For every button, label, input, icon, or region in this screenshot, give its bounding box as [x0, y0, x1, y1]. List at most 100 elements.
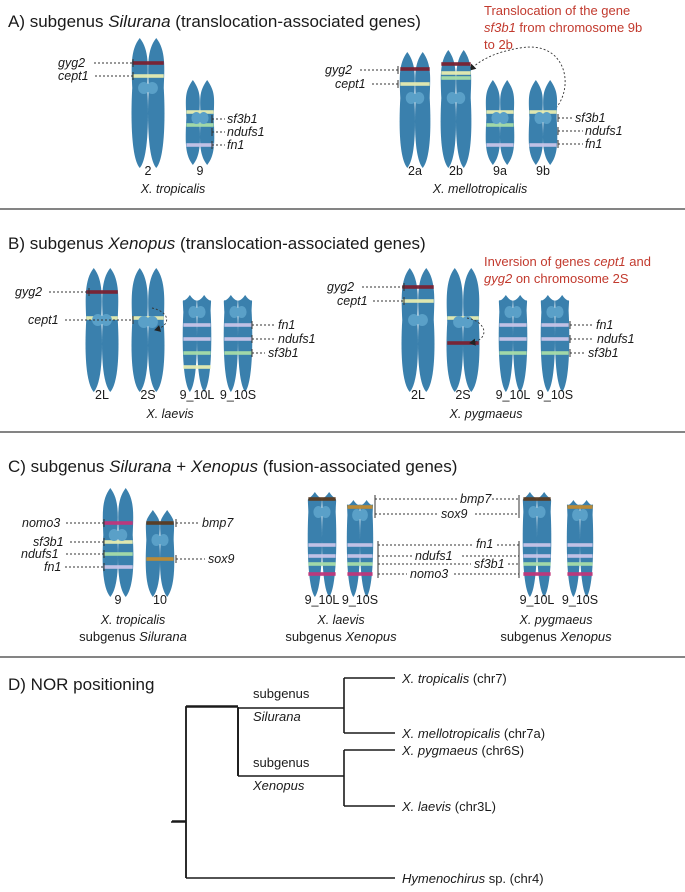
centromere [138, 316, 150, 328]
chrom-label-9: 9 [197, 164, 204, 178]
tree-branches [172, 677, 395, 879]
centromere [546, 306, 557, 318]
chromosome [185, 80, 215, 165]
centromere [461, 316, 473, 328]
inversion-arrow-right [466, 317, 485, 346]
gene-label-ndufs1: ndufs1 [21, 547, 59, 561]
gene-label-sox9: sox9 [441, 507, 467, 521]
panel-b-chromosomes [85, 268, 570, 392]
chromatid-arm [185, 118, 200, 165]
chromatid-arm [463, 268, 480, 322]
chrom-label-2L: 2L [411, 388, 425, 402]
chromatid-arm [85, 320, 102, 392]
chromatid-arm [485, 118, 500, 165]
centromere [229, 306, 240, 318]
gene-label-cept1: cept1 [28, 313, 59, 327]
centromere [541, 112, 552, 124]
gene-band [186, 123, 214, 127]
gene-band [486, 110, 514, 114]
species-label-pygmaeus: X. pygmaeus [519, 613, 593, 627]
chromatid-arm [102, 268, 119, 320]
gene-band [499, 323, 527, 327]
chromatid-arm [200, 118, 215, 165]
taxon-label: X. mellotropicalis (chr7a) [401, 726, 545, 741]
chromatid-arm [456, 98, 472, 168]
chromosome [131, 268, 165, 392]
gene-band [523, 554, 551, 558]
centromere [146, 316, 158, 328]
taxon-label: X. laevis (chr3L) [401, 799, 496, 814]
gene-band [224, 337, 252, 341]
centromere [195, 306, 206, 318]
gene-band [86, 290, 118, 294]
chromosome [85, 268, 119, 392]
chromatid-arm [528, 118, 543, 165]
centromere [151, 534, 162, 546]
gene-band [400, 67, 430, 71]
gene-label-fn1: fn1 [227, 138, 244, 152]
taxon-label: X. pygmaeus (chr6S) [401, 743, 524, 758]
chromosome [522, 492, 552, 597]
taxon-label: Hymenochirus sp. (chr4) [402, 871, 544, 886]
gene-band [486, 123, 514, 127]
gene-band [308, 572, 336, 576]
gene-band [132, 61, 164, 65]
gene-band [103, 521, 133, 525]
centromere [535, 506, 546, 518]
chromatid-arm [446, 322, 463, 392]
species-label-laevis: X. laevis [145, 407, 193, 421]
chromatid-arm [485, 80, 500, 118]
chromatid-arm [85, 268, 102, 320]
chromosome [498, 295, 528, 392]
chromatid-arm [118, 488, 134, 535]
gene-band [441, 71, 471, 75]
chromosome [223, 295, 253, 392]
chromatid-arm [543, 80, 558, 118]
species-label-pygmaeus: X. pygmaeus [449, 407, 523, 421]
centromere [534, 112, 545, 124]
panel-a-note-line2: sf3b1 from chromosome 9b [484, 20, 642, 35]
gene-band [400, 82, 430, 86]
centromere [491, 112, 502, 124]
gene-label-sf3b1: sf3b1 [33, 535, 64, 549]
gene-label-ndufs1: ndufs1 [278, 332, 316, 346]
chromosome [131, 38, 165, 168]
centromere [446, 92, 458, 104]
gene-label-ndufs1: ndufs1 [415, 549, 453, 563]
taxon-label: X. tropicalis (chr7) [401, 671, 507, 686]
gene-band [529, 110, 557, 114]
gene-band [499, 337, 527, 341]
chromosome [346, 500, 374, 597]
gene-band [567, 505, 593, 509]
gene-label-sf3b1: sf3b1 [474, 557, 505, 571]
gene-band [567, 562, 593, 566]
chromosome [566, 500, 594, 597]
panel-a-heading: A) subgenus Silurana (translocation-asso… [8, 12, 421, 31]
chromatid-arm [160, 540, 175, 597]
chrom-label-9_10S: 9_10S [342, 593, 378, 607]
gene-band [308, 562, 336, 566]
gene-band [447, 341, 479, 345]
chromatid-arm [200, 80, 215, 118]
chromatid-arm [185, 80, 200, 118]
centromere [572, 509, 582, 521]
chromatid-arm [148, 88, 165, 168]
centromere [191, 112, 202, 124]
centromere [236, 306, 247, 318]
chrom-label-9_10S: 9_10S [220, 388, 256, 402]
chrom-label-9_10L: 9_10L [180, 388, 215, 402]
gene-band [523, 572, 551, 576]
chromatid-arm [415, 98, 431, 168]
gene-band [567, 543, 593, 547]
centromere [108, 529, 120, 541]
gene-band [132, 74, 164, 78]
gene-band [103, 540, 133, 544]
gene-label-bmp7: bmp7 [460, 492, 492, 506]
chromosome [528, 80, 558, 165]
gene-band [347, 543, 373, 547]
chrom-label-9_10L: 9_10L [305, 593, 340, 607]
chromatid-arm [148, 322, 165, 392]
centromere [116, 529, 128, 541]
gene-label-sf3b1: sf3b1 [588, 346, 619, 360]
gene-band [347, 572, 373, 576]
